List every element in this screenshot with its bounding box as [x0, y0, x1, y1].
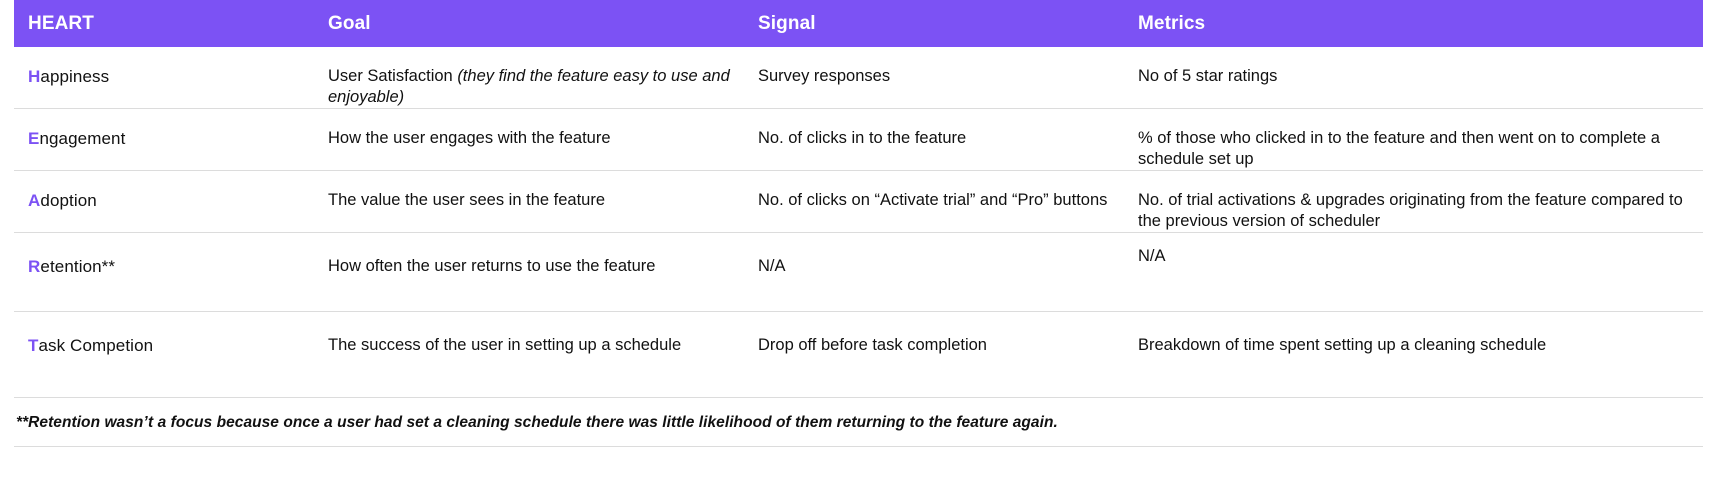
row-metrics: N/A: [1138, 247, 1166, 265]
row-signal: Drop off before task completion: [758, 336, 987, 354]
row-signal: Survey responses: [758, 67, 891, 85]
goal-plain-text: User Satisfaction: [328, 67, 458, 85]
row-metrics: No. of trial activations & upgrades orig…: [1138, 191, 1683, 230]
category-remainder: ngagement: [39, 129, 126, 148]
category-remainder: ask Competion: [38, 336, 154, 355]
category-initial: E: [28, 129, 40, 148]
row-metrics: No of 5 star ratings: [1138, 67, 1278, 85]
footnote-text: **Retention wasn’t a focus because once …: [16, 414, 1058, 431]
table-row: Happiness User Satisfaction (they find t…: [14, 47, 1703, 109]
row-goal: How often the user returns to use the fe…: [328, 257, 656, 275]
table-row: Engagement How the user engages with the…: [14, 109, 1703, 171]
category-remainder: doption: [40, 191, 97, 210]
category-initial: R: [28, 257, 41, 276]
column-header-goal: Goal: [328, 12, 371, 34]
column-header-signal: Signal: [758, 12, 816, 34]
row-signal: No. of clicks in to the feature: [758, 129, 967, 147]
category-initial: H: [28, 67, 41, 86]
table-header-row: HEART Goal Signal Metrics: [14, 0, 1703, 47]
row-metrics: % of those who clicked in to the feature…: [1138, 129, 1660, 168]
goal-italic-text: (they find the feature easy to use and e…: [328, 67, 730, 106]
table-row: Task Competion The success of the user i…: [14, 312, 1703, 398]
category-initial: T: [28, 336, 39, 355]
row-goal: The value the user sees in the feature: [328, 191, 606, 209]
column-header-metrics: Metrics: [1138, 12, 1206, 34]
row-goal: User Satisfaction (they find the feature…: [314, 47, 744, 108]
row-category-task-competion: Task Competion: [14, 312, 314, 356]
row-category-retention: Retention**: [14, 233, 314, 277]
column-header-heart: HEART: [28, 12, 94, 34]
table-row: Adoption The value the user sees in the …: [14, 171, 1703, 233]
row-goal: How the user engages with the feature: [328, 129, 611, 147]
category-remainder: appiness: [40, 67, 110, 86]
table-row: Retention** How often the user returns t…: [14, 233, 1703, 312]
row-category-adoption: Adoption: [14, 171, 314, 211]
row-goal: The success of the user in setting up a …: [328, 336, 682, 354]
row-category-engagement: Engagement: [14, 109, 314, 149]
row-signal: No. of clicks on “Activate trial” and “P…: [758, 191, 1108, 209]
row-signal: N/A: [758, 257, 786, 275]
row-metrics: Breakdown of time spent setting up a cle…: [1138, 336, 1547, 354]
category-initial: A: [28, 191, 41, 210]
footnote-divider: [14, 446, 1703, 447]
category-remainder: etention**: [40, 257, 116, 276]
row-category-happiness: Happiness: [14, 47, 314, 87]
